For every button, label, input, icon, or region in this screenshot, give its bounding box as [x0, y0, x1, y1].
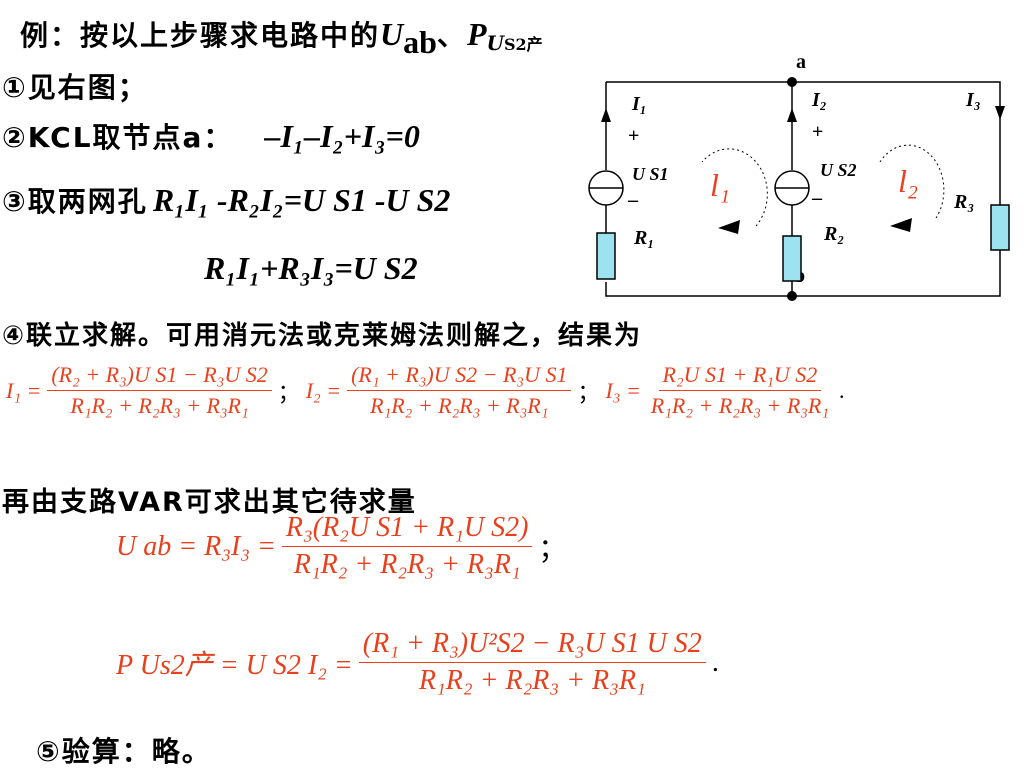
plus-sign-1: + — [628, 125, 639, 147]
circuit-wires — [605, 81, 1001, 297]
i3-fraction: R₂U S1 + R₁U S2 R₁R₂ + R₂R₃ + R₃R₁ — [647, 362, 833, 419]
pus2-lhs: P Us2产 = U S2 I₂ = — [116, 649, 353, 681]
plus-sign-2: + — [812, 121, 823, 143]
current-arrows — [601, 106, 1005, 122]
mesh-equation-1: R₁I₁ -R₂I₂=U S1 -U S2 — [152, 182, 451, 218]
i3-denominator: R₁R₂ + R₂R₃ + R₃R₁ — [650, 393, 830, 418]
loop-l2-label: l₂ — [898, 163, 918, 199]
resistor-r3 — [990, 204, 1010, 251]
title-u: U — [380, 16, 404, 52]
resistor-r2 — [782, 235, 802, 282]
i2-numerator: (R₁ + R₃)U S2 − R₃U S1 — [347, 362, 572, 391]
loop2-arrow-icon — [890, 218, 912, 232]
step-3-label: ③取两网孔 — [2, 185, 148, 218]
arrow-i2-icon — [787, 108, 797, 122]
minus-sign-2: – — [811, 187, 823, 209]
uab-lhs: U ab = R₃I₃ = — [116, 530, 276, 562]
label-i3: I₃ — [965, 89, 981, 111]
label-r2: R₂ — [823, 223, 844, 245]
minus-sign-1: – — [627, 189, 639, 211]
pus2-numerator: (R₁ + R₃)U²S2 − R₃U S1 U S2 — [358, 628, 706, 663]
i2-lhs: I₂ = — [305, 377, 342, 403]
i1-fraction: (R₂ + R₃)U S1 − R₃U S2 R₁R₂ + R₂R₃ + R₃R… — [47, 362, 272, 419]
i2-fraction: (R₁ + R₃)U S2 − R₃U S1 R₁R₂ + R₂R₃ + R₃R… — [347, 362, 572, 419]
i1-numerator: (R₂ + R₃)U S1 − R₃U S2 — [47, 362, 272, 391]
loop1-arrow-icon — [718, 220, 740, 234]
mesh-equation-2: R₁I₁+R₃I₃=U S2 — [204, 250, 418, 286]
circuit-diagram: a b I₁ I₂ I₃ U S1 U S2 R₁ R₂ R₃ + + – – … — [588, 51, 1010, 301]
loop-l1-label: l₁ — [710, 167, 730, 203]
uab-numerator: R₃(R₂U S1 + R₁U S2) — [281, 512, 533, 547]
kcl-equation: –I₁–I₂+I₃=0 — [264, 118, 420, 154]
title-u-sub: ab — [403, 24, 437, 60]
step-3: ③取两网孔 R₁I₁ -R₂I₂=U S1 -U S2 — [2, 180, 450, 220]
node-a-label: a — [796, 51, 806, 73]
top-wire — [606, 81, 1001, 205]
title-prefix: 例：按以上步骤求电路中的 — [20, 19, 381, 52]
branch-var-text: 再由支路VAR可求出其它待求量 — [2, 487, 417, 518]
arrow-i3-icon — [995, 106, 1005, 120]
uab-tail: ； — [538, 533, 567, 565]
i1-denominator: R₁R₂ + R₂R₃ + R₃R₁ — [70, 393, 249, 418]
title-sep: 、 — [436, 19, 467, 52]
i3-numerator: R₂U S1 + R₁U S2 — [658, 362, 822, 391]
separator-1: ； — [277, 379, 300, 405]
node-b-dot — [787, 291, 797, 301]
step-2: ②KCL取节点a： –I₁–I₂+I₃=0 — [2, 116, 420, 156]
pus2-fraction: (R₁ + R₃)U²S2 − R₃U S1 U S2 R₁R₂ + R₂R₃ … — [358, 628, 706, 697]
node-a-dot — [787, 77, 797, 87]
title-p: P — [466, 16, 487, 52]
label-i2: I₂ — [811, 89, 827, 111]
label-r1: R₁ — [633, 227, 654, 249]
solution-row: I₁ = (R₂ + R₃)U S1 − R₃U S2 R₁R₂ + R₂R₃ … — [6, 362, 845, 419]
label-us1: U S1 — [632, 164, 669, 184]
label-i1: I₁ — [631, 93, 647, 115]
uab-fraction: R₃(R₂U S1 + R₁U S2) R₁R₂ + R₂R₃ + R₃R₁ — [281, 512, 533, 581]
title-p-sub: US2产 — [486, 31, 543, 55]
pus2-formula: P Us2产 = U S2 I₂ = (R₁ + R₃)U²S2 − R₃U S… — [116, 628, 719, 697]
bottom-wire — [605, 250, 1001, 297]
label-r3: R₃ — [953, 191, 974, 213]
i3-lhs: I₃ = — [605, 377, 641, 403]
step-2-label: ②KCL取节点a： — [2, 121, 234, 154]
page-title: 例：按以上步骤求电路中的Uab、PUS2产 — [20, 14, 543, 61]
arrow-i1-icon — [601, 108, 611, 122]
i2-denominator: R₁R₂ + R₂R₃ + R₃R₁ — [370, 393, 549, 418]
uab-denominator: R₁R₂ + R₂R₃ + R₃R₁ — [293, 549, 521, 580]
pus2-tail: . — [711, 646, 719, 678]
step-5: ⑤验算：略。 — [36, 735, 212, 768]
resistor-r1 — [596, 232, 616, 280]
separator-2: ； — [577, 379, 600, 405]
uab-formula: U ab = R₃I₃ = R₃(R₂U S1 + R₁U S2) R₁R₂ +… — [116, 512, 566, 581]
i1-lhs: I₁ = — [6, 377, 42, 403]
pus2-denominator: R₁R₂ + R₂R₃ + R₃R₁ — [418, 665, 646, 696]
label-us2: U S2 — [820, 160, 857, 180]
step-1: ①见右图； — [2, 71, 148, 104]
step-4: ④联立求解。可用消元法或克莱姆法则解之，结果为 — [2, 321, 643, 351]
formula-end: . — [839, 377, 845, 403]
